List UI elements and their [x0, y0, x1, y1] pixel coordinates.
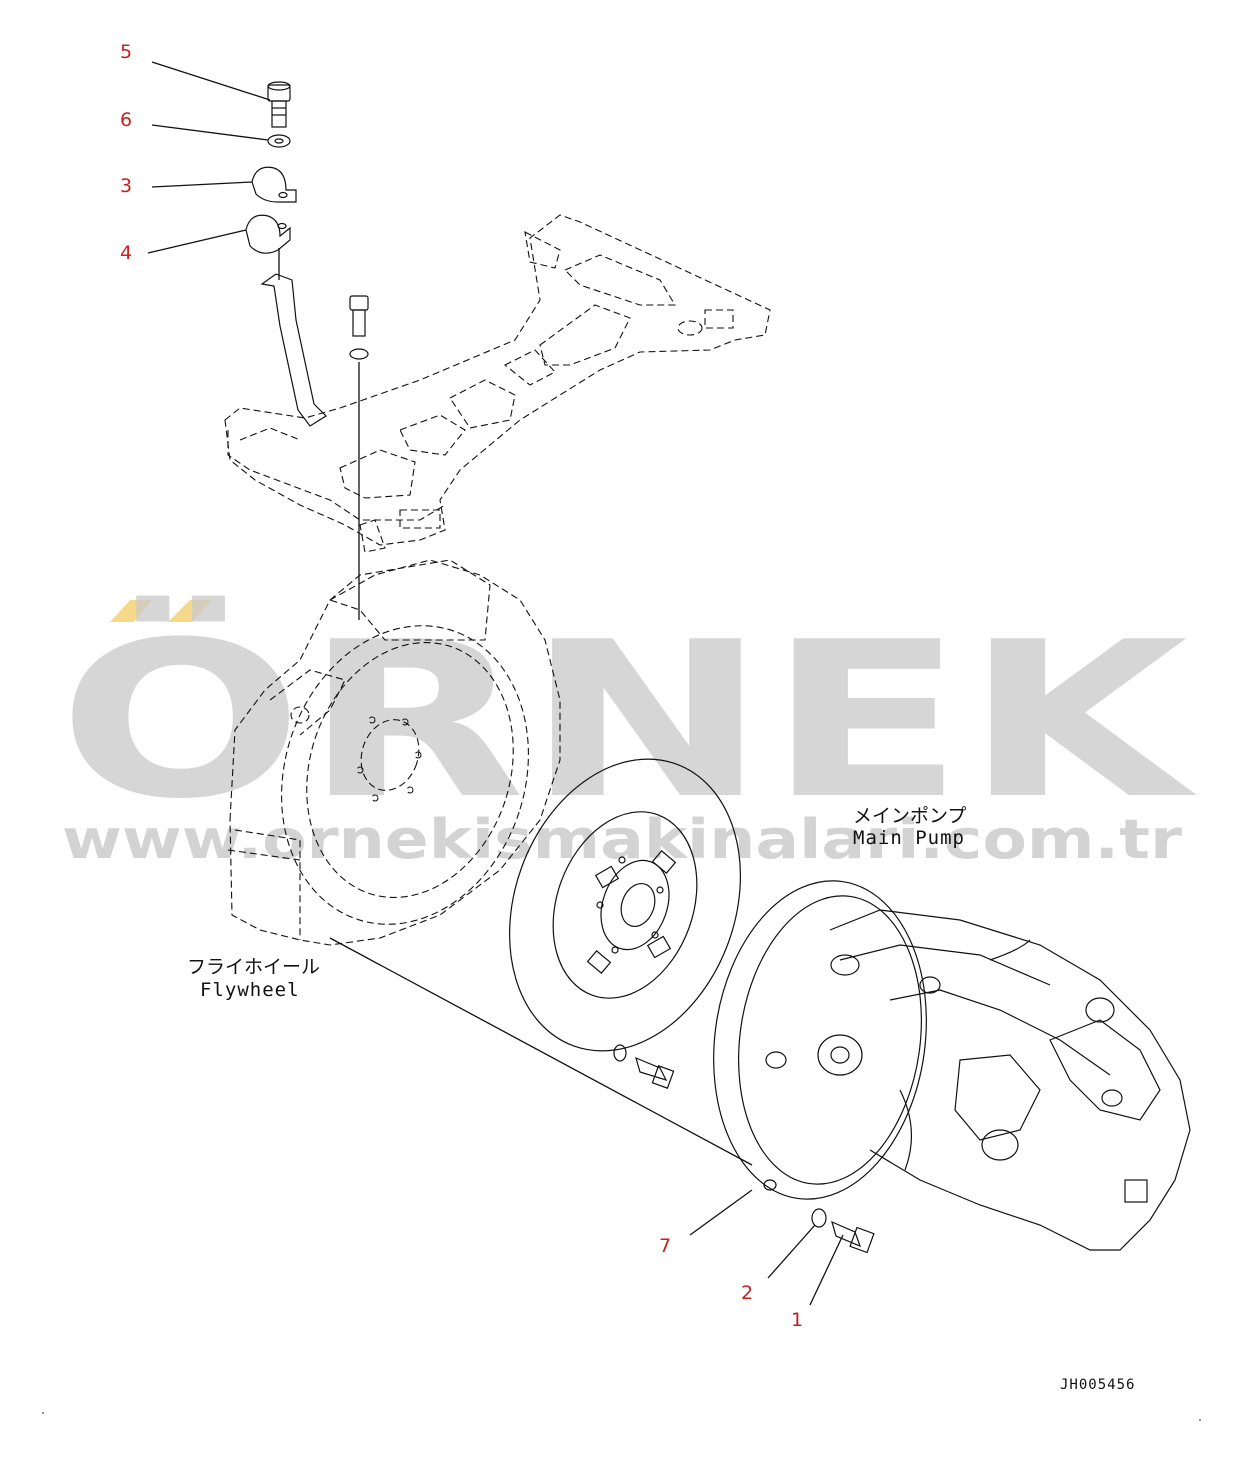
- main-pump-label-en: Main Pump: [853, 827, 965, 849]
- washer-part-2: [811, 1208, 827, 1228]
- leader-2: [767, 1224, 816, 1279]
- watermark-accent-right: [168, 600, 212, 622]
- callout-7: 7: [659, 1235, 671, 1257]
- damper-disc: [509, 758, 741, 1052]
- leader-4: [147, 229, 247, 254]
- leader-lines: [147, 61, 844, 1306]
- watermark-accent-left: [110, 600, 152, 622]
- alignment-line: [329, 937, 753, 1166]
- flywheel-disc: [281, 625, 529, 925]
- callout-3: 3: [120, 175, 132, 197]
- watermark-brand: ÖRNEK: [58, 595, 1198, 846]
- flywheel-housing: [227, 559, 561, 946]
- bolt-part-5: [267, 81, 291, 128]
- clamp-part-3: [251, 166, 297, 203]
- callout-2: 2: [741, 1282, 753, 1304]
- leader-7: [689, 1189, 753, 1236]
- flywheel-label-jp: フライホイール: [187, 956, 320, 978]
- leader-1: [809, 1234, 844, 1306]
- main-pump: [713, 880, 1191, 1251]
- leader-6: [151, 124, 269, 141]
- leader-3: [151, 181, 253, 188]
- reference-code: JH005456: [1060, 1377, 1135, 1393]
- watermark: ÖRNEK www.ornekismakinalari.com.tr: [58, 595, 1198, 871]
- damper-bolt: [613, 1044, 675, 1089]
- flywheel-label-en: Flywheel: [200, 979, 300, 1001]
- bracket-arm: [260, 273, 327, 427]
- washer-part-6: [267, 134, 291, 148]
- pump-mount-frame: [224, 214, 771, 553]
- corner-mark-right: [1199, 1419, 1201, 1421]
- callout-5: 5: [120, 41, 132, 63]
- clamp-part-4: [245, 214, 291, 254]
- callout-1: 1: [791, 1309, 803, 1331]
- bolt-part-1: [831, 1220, 875, 1254]
- callout-6: 6: [120, 109, 132, 131]
- main-pump-label-jp: メインポンプ: [853, 805, 966, 827]
- corner-mark-left: [42, 1412, 44, 1414]
- callout-4: 4: [120, 242, 132, 264]
- watermark-url: www.ornekismakinalari.com.tr: [62, 808, 1182, 871]
- frame-mount-bolt: [349, 295, 369, 620]
- leader-5: [151, 61, 271, 101]
